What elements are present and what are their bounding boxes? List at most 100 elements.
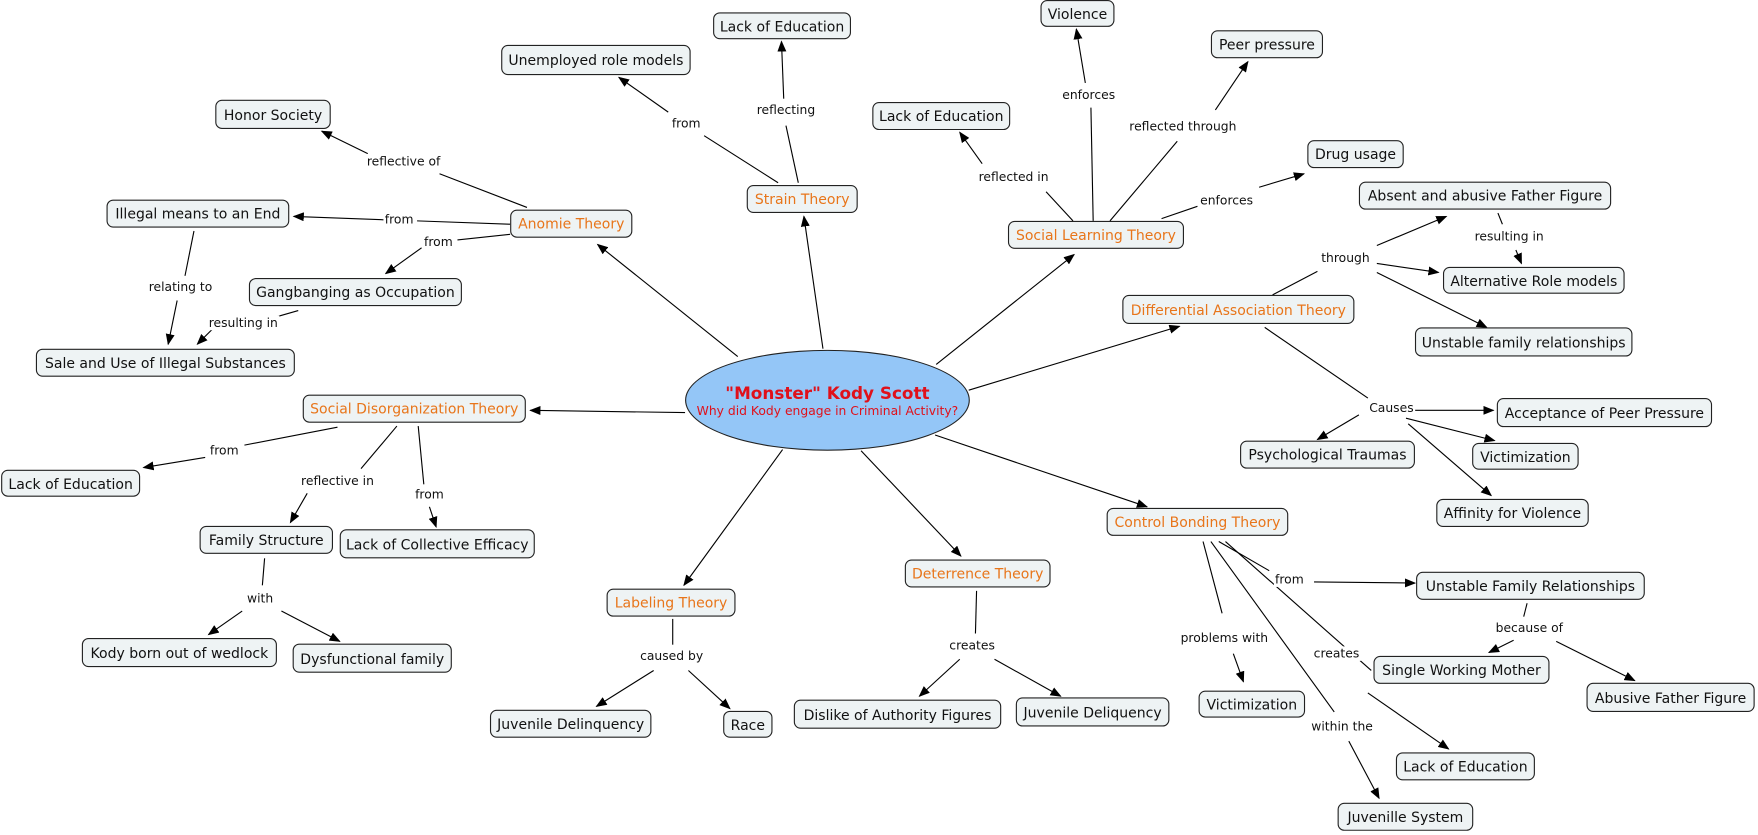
connector-arrow — [1555, 640, 1636, 682]
theory-node-slt[interactable]: Social Learning Theory — [1007, 220, 1184, 249]
link-phrase[interactable]: reflected in — [977, 169, 1050, 185]
concept-node-juvdeliq[interactable]: Juvenile Deliquency — [1015, 697, 1170, 727]
connector-line — [703, 135, 779, 184]
connector-arrow — [1376, 215, 1448, 247]
link-phrase[interactable]: with — [245, 591, 275, 607]
concept-node-gang[interactable]: Gangbanging as Occupation — [248, 278, 462, 307]
concept-node-honor[interactable]: Honor Society — [215, 99, 331, 129]
connector-arrow — [1232, 653, 1245, 683]
connector-arrow — [918, 658, 961, 698]
link-phrase[interactable]: relating to — [147, 279, 214, 295]
connector-arrow — [800, 215, 824, 349]
concept-node-race[interactable]: Race — [723, 710, 773, 738]
concept-node-altrole[interactable]: Alternative Role models — [1442, 266, 1625, 294]
connector-arrow — [207, 610, 243, 636]
link-phrase[interactable]: from — [422, 234, 454, 250]
link-phrase[interactable]: enforces — [1061, 88, 1117, 103]
concept-node-collective[interactable]: Lack of Collective Efficacy — [339, 529, 535, 559]
link-phrase[interactable]: within the — [1310, 719, 1374, 734]
connector-arrow — [777, 40, 787, 99]
concept-node-drug[interactable]: Drug usage — [1307, 140, 1404, 169]
concept-node-accept[interactable]: Acceptance of Peer Pressure — [1496, 398, 1713, 428]
central-topic[interactable]: "Monster" Kody Scott Why did Kody engage… — [685, 349, 970, 451]
connector-line — [1045, 191, 1074, 222]
link-phrase[interactable]: resulting in — [1473, 229, 1545, 244]
connector-arrow — [1214, 60, 1249, 111]
link-phrase[interactable]: enforces — [1199, 193, 1255, 208]
connector-line — [1161, 205, 1198, 220]
central-topic-question: Why did Kody engage in Criminal Activity… — [696, 403, 959, 418]
concept-node-family[interactable]: Family Structure — [199, 525, 333, 554]
concept-node-violence[interactable]: Violence — [1040, 0, 1115, 27]
concept-node-unstable2[interactable]: Unstable Family Relationships — [1416, 571, 1645, 600]
theory-node-dat[interactable]: Differential Association Theory — [1122, 294, 1355, 325]
theory-node-strain[interactable]: Strain Theory — [746, 184, 858, 214]
concept-node-unstable1[interactable]: Unstable family relationships — [1414, 327, 1633, 357]
connector-arrow — [1376, 271, 1488, 328]
link-phrase[interactable]: creates — [948, 638, 996, 654]
concept-node-abusive[interactable]: Abusive Father Figure — [1586, 682, 1755, 712]
concept-node-dislike[interactable]: Dislike of Authority Figures — [793, 699, 1002, 729]
concept-node-edu2[interactable]: Lack of Education — [872, 102, 1011, 131]
link-phrase[interactable]: Causes — [1368, 400, 1415, 416]
link-phrase[interactable]: through — [1320, 250, 1371, 266]
concept-node-sale[interactable]: Sale and Use of Illegal Substances — [35, 348, 295, 377]
connector-arrow — [1073, 28, 1086, 84]
connector-arrow — [934, 434, 1149, 508]
concept-node-absent[interactable]: Absent and abusive Father Figure — [1358, 181, 1612, 210]
link-phrase[interactable]: reflective in — [299, 473, 376, 489]
theory-node-labeling[interactable]: Labeling Theory — [606, 588, 736, 617]
link-phrase[interactable]: from — [413, 487, 445, 502]
connector-line — [1272, 270, 1318, 296]
link-phrase[interactable]: caused by — [638, 648, 705, 664]
theory-node-cbt[interactable]: Control Bonding Theory — [1106, 507, 1289, 536]
theory-node-deter[interactable]: Deterrence Theory — [904, 559, 1051, 588]
link-phrase[interactable]: creates — [1312, 646, 1361, 661]
concept-node-wedlock[interactable]: Kody born out of wedlock — [81, 637, 277, 668]
concept-node-edu4[interactable]: Lack of Education — [1395, 752, 1535, 781]
concept-node-juvsys[interactable]: Juvenille System — [1337, 802, 1474, 831]
link-phrase[interactable]: from — [670, 116, 702, 131]
concept-node-peer[interactable]: Peer pressure — [1210, 30, 1324, 59]
link-phrase[interactable]: reflected through — [1128, 119, 1238, 134]
link-phrase[interactable]: from — [383, 212, 415, 228]
connector-arrow — [1348, 740, 1380, 800]
theory-node-sdt[interactable]: Social Disorganization Theory — [302, 394, 526, 423]
link-phrase[interactable]: reflective of — [365, 154, 442, 169]
connector-arrow — [529, 406, 686, 415]
concept-node-single[interactable]: Single Working Mother — [1373, 655, 1550, 684]
concept-node-edu3[interactable]: Lack of Education — [1, 469, 141, 497]
connector-line — [439, 173, 528, 208]
connector-arrow — [683, 449, 784, 587]
concept-node-juvdelin[interactable]: Juvenile Delinquency — [489, 709, 652, 738]
link-phrase[interactable]: problems with — [1179, 630, 1270, 646]
connector-arrow — [1314, 578, 1417, 588]
concept-node-vict1[interactable]: Victimization — [1472, 442, 1579, 470]
link-phrase[interactable]: from — [1273, 572, 1305, 587]
connector-arrow — [320, 130, 368, 155]
link-phrase[interactable]: because of — [1494, 620, 1565, 636]
connector-line — [1264, 326, 1369, 399]
connector-line — [1497, 212, 1503, 225]
link-phrase[interactable]: from — [208, 443, 240, 459]
connector-arrow — [384, 247, 422, 275]
concept-node-edu1[interactable]: Lack of Education — [713, 12, 851, 40]
concept-node-illegal[interactable]: Illegal means to an End — [106, 199, 290, 228]
connector-arrow — [1405, 417, 1496, 443]
connector-line — [417, 426, 425, 485]
concept-node-psych[interactable]: Psychological Traumas — [1240, 440, 1415, 469]
connector-arrow — [595, 670, 654, 707]
concept-node-affinity[interactable]: Affinity for Violence — [1436, 498, 1589, 527]
theory-node-anomie[interactable]: Anomie Theory — [510, 209, 633, 238]
connector-line — [1218, 541, 1270, 572]
connector-line — [1210, 541, 1335, 713]
concept-node-dysfunc[interactable]: Dysfunctional family — [292, 643, 452, 673]
connector-line — [360, 425, 398, 470]
connector-arrow — [142, 456, 206, 471]
concept-node-unemp[interactable]: Unemployed role models — [501, 44, 691, 76]
link-phrase[interactable]: resulting in — [207, 315, 279, 331]
concept-node-vict2[interactable]: Victimization — [1198, 690, 1306, 718]
connector-arrow — [289, 493, 308, 524]
link-phrase[interactable]: reflecting — [755, 102, 817, 118]
connector-line — [184, 230, 195, 276]
